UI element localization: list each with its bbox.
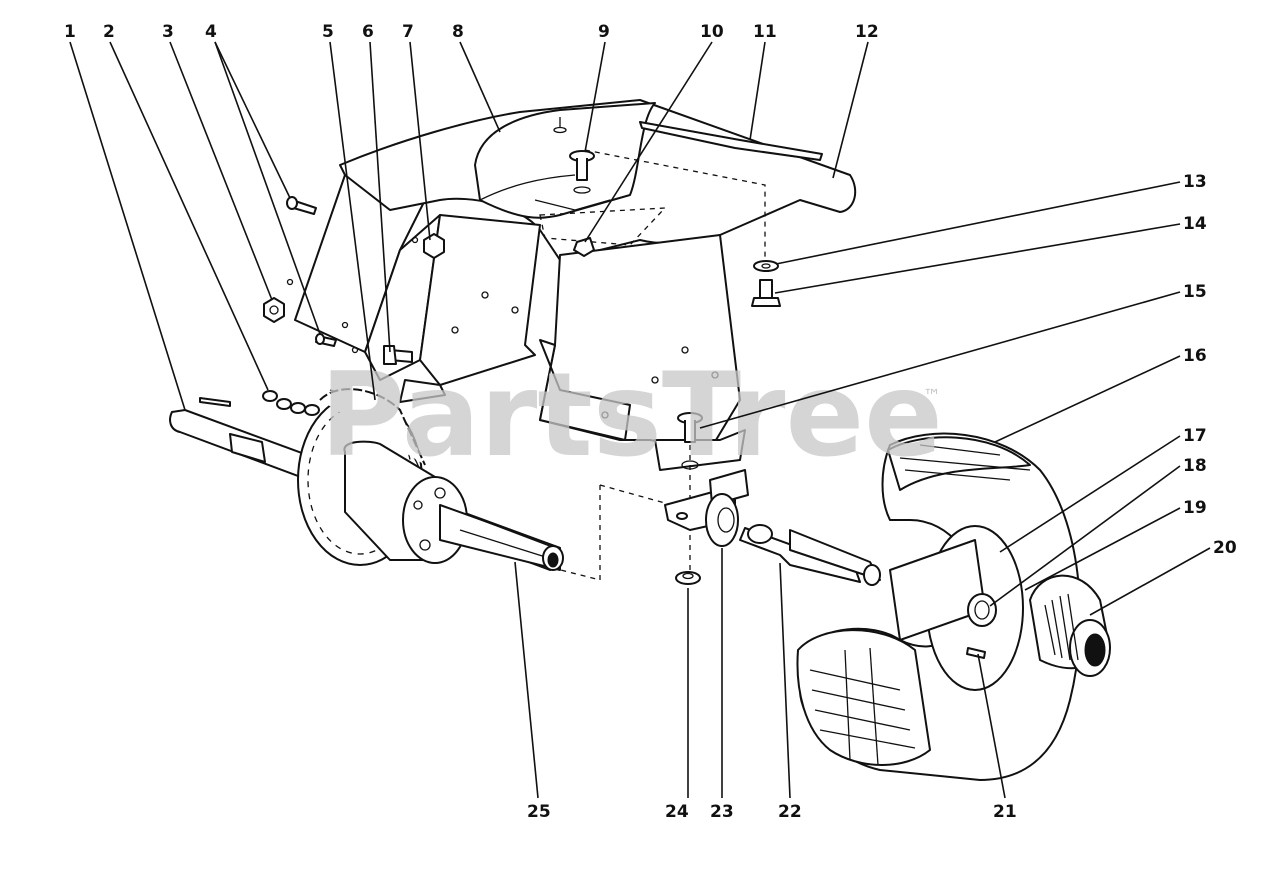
callout-4: 4: [205, 22, 217, 42]
callout-5: 5: [322, 22, 334, 42]
watermark-text: PartsTree: [320, 348, 943, 483]
callout-2: 2: [103, 22, 115, 42]
callout-21: 21: [993, 802, 1017, 822]
callout-14: 14: [1183, 214, 1207, 234]
axle-sprocket-assembly: [169, 388, 564, 571]
callout-25: 25: [527, 802, 551, 822]
callout-23: 23: [710, 802, 734, 822]
callout-20: 20: [1213, 538, 1237, 558]
callout-22: 22: [778, 802, 802, 822]
callout-numbers: 1 2 3 4 5 6 7 8 9 10 11 12 13 14 15 16 1…: [64, 22, 1237, 822]
callout-6: 6: [362, 22, 374, 42]
callout-18: 18: [1183, 456, 1207, 476]
callout-24: 24: [665, 802, 689, 822]
callout-8: 8: [452, 22, 464, 42]
callout-3: 3: [162, 22, 174, 42]
leader-lines: [69, 41, 1211, 799]
fender-housing: [286, 99, 857, 471]
callout-10: 10: [700, 22, 724, 42]
callout-15: 15: [1183, 282, 1207, 302]
axle-shaft: [739, 524, 881, 586]
wheel-assembly: [796, 432, 1111, 781]
callout-19: 19: [1183, 498, 1207, 518]
watermark: PartsTree ™: [320, 348, 943, 483]
callout-7: 7: [402, 22, 414, 42]
callout-11: 11: [753, 22, 777, 42]
callout-9: 9: [598, 22, 610, 42]
trademark-symbol: ™: [923, 386, 941, 407]
callout-16: 16: [1183, 346, 1207, 366]
bearing-bracket: [664, 469, 749, 547]
callout-1: 1: [64, 22, 76, 42]
hardware: [263, 149, 781, 585]
callout-13: 13: [1183, 172, 1207, 192]
callout-12: 12: [855, 22, 879, 42]
callout-17: 17: [1183, 426, 1207, 446]
